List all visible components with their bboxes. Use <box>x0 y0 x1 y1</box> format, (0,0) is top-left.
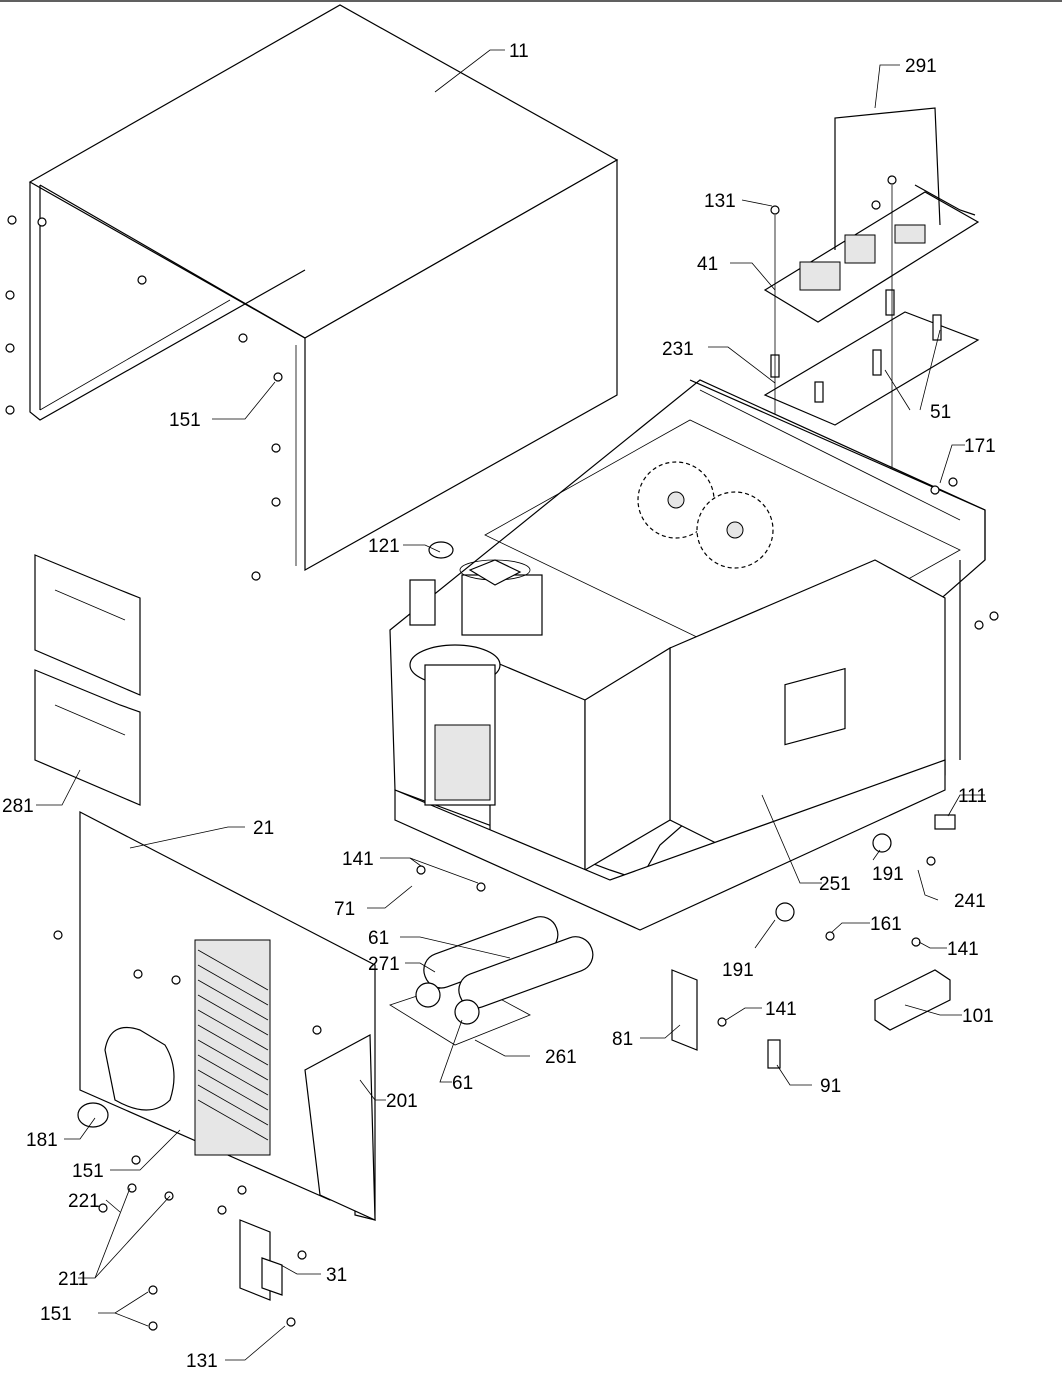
callout-11: 11 <box>509 41 529 62</box>
callout-181: 181 <box>26 1130 58 1151</box>
callout-221: 221 <box>68 1191 100 1212</box>
callout-91: 91 <box>820 1076 841 1097</box>
callout-261: 261 <box>545 1047 577 1068</box>
callout-141b: 141 <box>947 939 979 960</box>
front-panel-part <box>79 811 376 1221</box>
callout-121: 121 <box>368 536 400 557</box>
callout-61: 61 <box>368 928 389 949</box>
callout-191: 191 <box>872 864 904 885</box>
outer-cabinet-part <box>28 4 619 572</box>
gear-assembly <box>637 461 774 569</box>
thermostat-121-part <box>409 541 454 626</box>
callout-191b: 191 <box>722 960 754 981</box>
callout-71: 71 <box>334 899 355 920</box>
callout-81: 81 <box>612 1029 633 1050</box>
callout-281: 281 <box>2 796 34 817</box>
callout-231: 231 <box>662 339 694 360</box>
misc-screws <box>53 477 999 1331</box>
callout-241: 241 <box>954 891 986 912</box>
cabinet-screws <box>5 215 283 581</box>
terminal-block-101-part <box>874 969 951 1031</box>
callout-271: 271 <box>368 954 400 975</box>
main-chassis-part <box>389 379 986 931</box>
plate-31-part <box>239 1219 283 1301</box>
filter-261-part <box>389 916 594 1046</box>
callout-111: 111 <box>958 786 987 807</box>
leader-lines <box>36 49 985 1361</box>
louver-281-part <box>34 554 141 806</box>
switch-111-part <box>934 814 956 830</box>
callout-151: 151 <box>169 410 201 431</box>
callout-131b: 131 <box>186 1351 218 1372</box>
callout-291: 291 <box>905 56 937 77</box>
control-board-part <box>763 184 980 323</box>
callout-151c: 151 <box>40 1304 72 1325</box>
thermal-191-parts <box>775 833 892 922</box>
callout-131: 131 <box>704 191 736 212</box>
callout-21: 21 <box>253 818 274 839</box>
callout-251: 251 <box>819 874 851 895</box>
wire-harness-part <box>834 107 941 250</box>
bracket-81-part <box>671 969 698 1051</box>
motor-181-part <box>77 1102 109 1128</box>
callout-31: 31 <box>326 1265 347 1286</box>
callout-61b: 61 <box>452 1073 473 1094</box>
callout-101: 101 <box>962 1006 994 1027</box>
callout-141: 141 <box>342 849 374 870</box>
callout-201: 201 <box>386 1091 418 1112</box>
callout-151b: 151 <box>72 1161 104 1182</box>
callout-211: 211 <box>58 1269 88 1290</box>
transformer-part <box>409 644 501 806</box>
callout-41: 41 <box>697 254 718 275</box>
fan-motor-part <box>459 559 543 636</box>
fuse-91-part <box>767 1039 781 1069</box>
callout-161: 161 <box>870 914 902 935</box>
callout-171: 171 <box>964 436 996 457</box>
callout-51: 51 <box>930 402 951 423</box>
callout-labels: 11 291 131 41 231 51 151 171 121 281 21 … <box>2 41 996 1372</box>
callout-141c: 141 <box>765 999 797 1020</box>
